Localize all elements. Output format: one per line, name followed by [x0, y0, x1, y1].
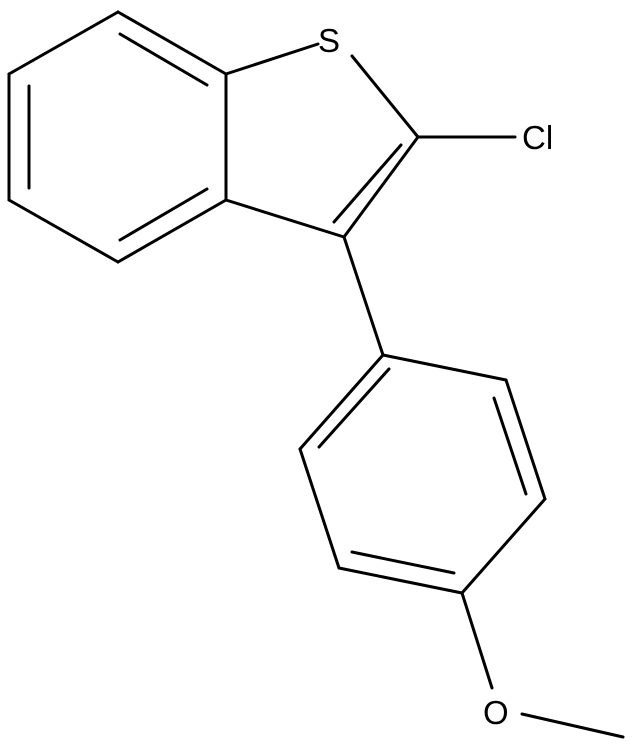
bond-benzo-3 [116, 198, 228, 264]
bond-benzo-4 [7, 198, 120, 264]
chlorine-atom-label: Cl [522, 119, 553, 156]
bond-aryl-6-inner [317, 367, 391, 449]
bond-c2-c3 [342, 135, 420, 239]
methoxy-group [460, 591, 625, 739]
bond-benzo-1 [116, 10, 228, 76]
bond-aryl-2 [504, 378, 547, 501]
bond-c3-c3a [224, 198, 346, 239]
bond-benzo-1-inner [118, 32, 209, 87]
bond-aryl-o [460, 591, 494, 690]
sulfur-atom-label: S [318, 22, 340, 59]
methoxyphenyl-ring [298, 353, 547, 595]
bond-aryl-6 [298, 353, 385, 451]
bond-c3-aryl [342, 235, 385, 357]
oxygen-atom-label: O [483, 694, 509, 731]
bond-s-c2 [350, 54, 420, 139]
bond-aryl-4 [337, 566, 464, 595]
bond-aryl-1 [381, 353, 508, 382]
bond-c7a-s [224, 42, 320, 76]
bond-benzo-3-inner [118, 187, 209, 242]
bond-aryl-2-inner [492, 396, 528, 496]
thiophene-ring [224, 42, 517, 239]
bond-aryl-3 [460, 497, 547, 595]
bond-o-ch3 [520, 712, 625, 739]
bond-c2-c3-inner [332, 143, 403, 224]
bond-aryl-4-inner [350, 550, 456, 575]
benzo-ring [7, 10, 228, 264]
bond-benzo-6 [7, 10, 120, 76]
bond-aryl-5 [298, 447, 341, 570]
